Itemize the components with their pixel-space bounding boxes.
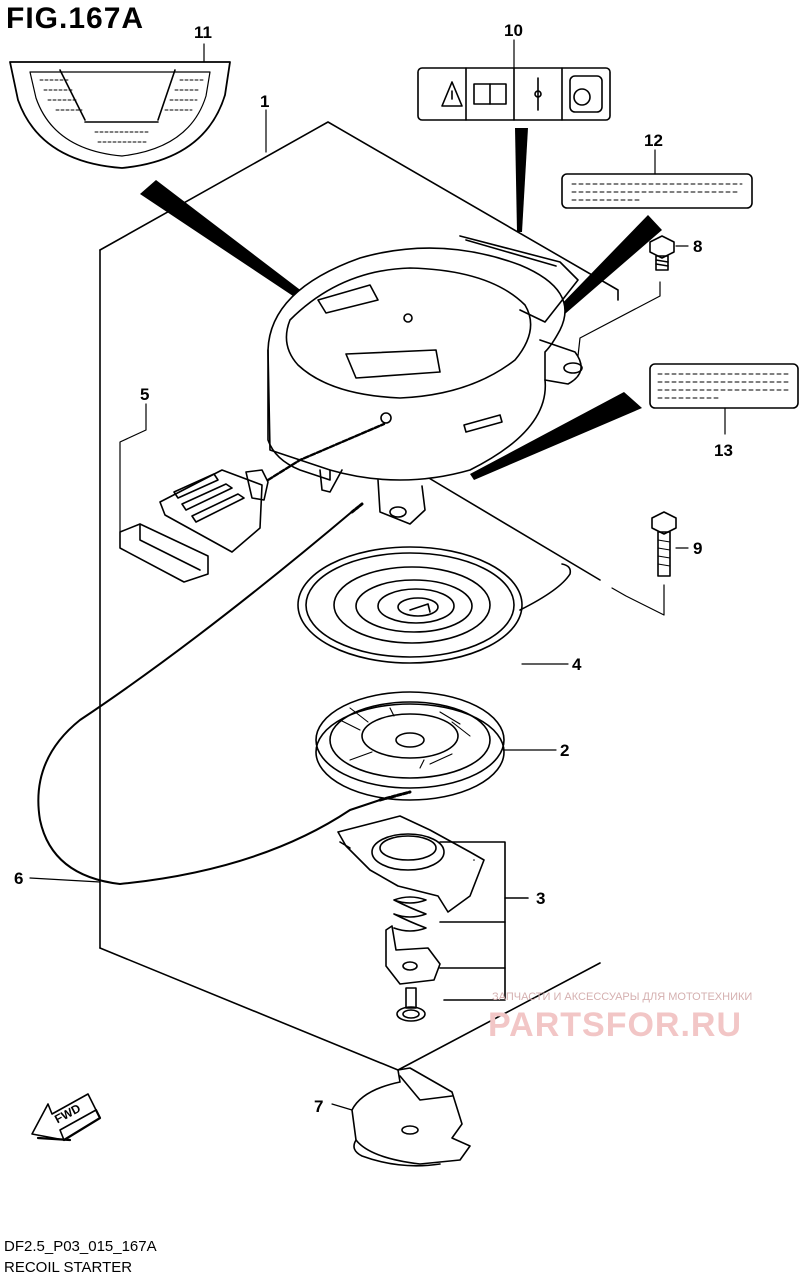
watermark-subtitle: ЗАПЧАСТИ И АКСЕССУАРЫ ДЛЯ МОТОТЕХНИКИ xyxy=(492,991,753,1003)
arc-label-part-11 xyxy=(9,61,231,169)
callout-2: 2 xyxy=(560,741,569,760)
figure-title: FIG.167A xyxy=(6,2,145,35)
engine-icon xyxy=(569,75,603,113)
callout-6: 6 xyxy=(14,869,23,888)
housing-part-1 xyxy=(267,235,583,525)
rope-part-6 xyxy=(37,422,412,885)
callout-9: 9 xyxy=(693,539,702,558)
pointer-wedges xyxy=(140,128,662,480)
warning-triangle-icon xyxy=(441,81,463,107)
label-part-13 xyxy=(649,363,799,409)
callout-4: 4 xyxy=(572,655,582,674)
callout-1: 1 xyxy=(260,92,269,111)
handle-part-5 xyxy=(119,469,269,583)
assembly-outline xyxy=(99,121,619,301)
callout-12: 12 xyxy=(644,131,663,150)
watermark-logo: PARTSFOR.RU xyxy=(488,1006,743,1044)
bolt-part-9 xyxy=(651,511,677,577)
warning-label-part-10 xyxy=(417,67,611,121)
leader-lines xyxy=(29,39,726,1111)
ratchet-set-part-3 xyxy=(337,815,529,1022)
callout-5: 5 xyxy=(140,385,149,404)
callout-10: 10 xyxy=(504,21,523,40)
figure-name: RECOIL STARTER xyxy=(4,1259,133,1276)
callout-11: 11 xyxy=(194,23,212,42)
callout-13: 13 xyxy=(714,441,733,460)
figure-code: DF2.5_P03_015_167A xyxy=(4,1238,157,1255)
label-part-12 xyxy=(561,173,753,209)
bolt-part-8 xyxy=(649,235,675,271)
callout-8: 8 xyxy=(693,237,702,256)
plate-part-7 xyxy=(351,1067,471,1167)
fwd-arrow-icon: FWD xyxy=(31,1093,102,1142)
spring-part-4 xyxy=(297,546,572,664)
callout-7: 7 xyxy=(314,1097,323,1116)
outline-right-edge xyxy=(401,461,601,581)
callout-3: 3 xyxy=(536,889,545,908)
reel-part-2 xyxy=(315,691,505,801)
